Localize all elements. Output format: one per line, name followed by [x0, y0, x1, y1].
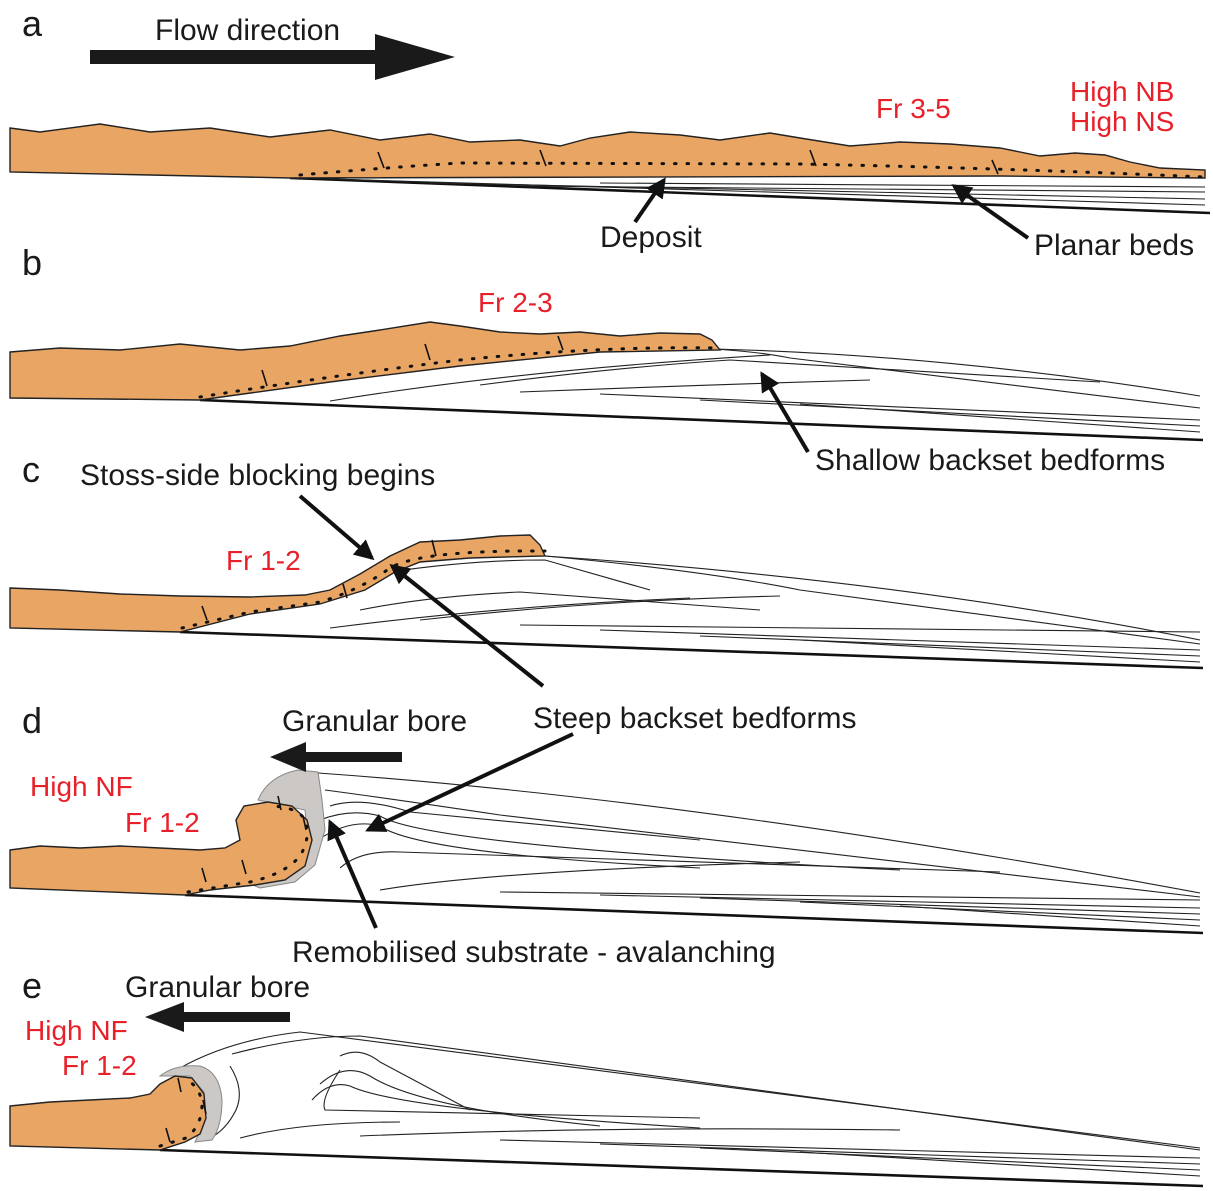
- panel-d-bore-label: Granular bore: [282, 705, 467, 738]
- panel-a-planar-beds: [330, 179, 1205, 205]
- steep-backset-pointer-arrow-d: [368, 734, 573, 830]
- panel-d-letter: d: [22, 700, 42, 741]
- panel-e-condition-nf: High NF: [25, 1015, 128, 1046]
- stoss-side-label: Stoss-side blocking begins: [80, 459, 435, 492]
- remobilised-pointer-arrow: [330, 822, 376, 928]
- deposit-pointer-arrow: [635, 180, 664, 222]
- panel-a-condition-nb: High NB: [1070, 76, 1174, 107]
- remobilised-label: Remobilised substrate - avalanching: [292, 936, 776, 969]
- panel-c-backset-beds: [330, 556, 1200, 662]
- panel-d-backset-beds: [318, 773, 1200, 926]
- planar-beds-label: Planar beds: [1034, 229, 1194, 262]
- panel-b-regime: Fr 2-3: [478, 287, 553, 318]
- panel-a-base-line: [290, 178, 1210, 213]
- flow-direction-label: Flow direction: [155, 14, 340, 47]
- panel-d: d Steep backset bedforms High NF Fr: [10, 700, 1203, 969]
- panel-e-bore-arrow: [145, 1002, 290, 1032]
- panel-e-letter: e: [22, 965, 42, 1006]
- stoss-side-pointer-arrow: [300, 496, 372, 558]
- panel-e-bore-label: Granular bore: [125, 971, 310, 1004]
- shallow-backset-label: Shallow backset bedforms: [815, 444, 1165, 477]
- planar-beds-pointer-arrow: [954, 186, 1028, 238]
- panel-b: b Fr 2-3 Shallow backset bedforms: [10, 242, 1203, 477]
- steep-backset-label: Steep backset bedforms: [533, 702, 857, 735]
- shallow-backset-pointer-arrow: [762, 374, 808, 452]
- panel-d-base-line: [185, 895, 1203, 933]
- panel-e: e High NF Fr 1-2 Granular bore: [10, 965, 1203, 1186]
- panel-b-letter: b: [22, 242, 42, 283]
- panel-c: c Fr 1-2 Stoss-side blocking begins: [10, 449, 1203, 686]
- panel-e-backset-beds: [180, 1032, 1200, 1176]
- panel-a-regime: Fr 3-5: [876, 93, 951, 124]
- panel-d-condition-nf: High NF: [30, 771, 133, 802]
- panel-e-regime: Fr 1-2: [62, 1050, 137, 1081]
- panel-b-base-line: [200, 400, 1203, 440]
- panel-c-regime: Fr 1-2: [226, 545, 301, 576]
- panel-e-flow-body: [10, 1076, 206, 1150]
- panel-a-letter: a: [22, 3, 43, 44]
- steep-backset-pointer-arrow-c: [392, 566, 543, 686]
- panel-d-regime: Fr 1-2: [125, 807, 200, 838]
- panel-e-base-line: [160, 1150, 1203, 1186]
- panel-a-condition-ns: High NS: [1070, 106, 1174, 137]
- panel-c-letter: c: [22, 449, 40, 490]
- deposit-label: Deposit: [600, 221, 702, 254]
- panel-d-bore-arrow: [270, 742, 402, 772]
